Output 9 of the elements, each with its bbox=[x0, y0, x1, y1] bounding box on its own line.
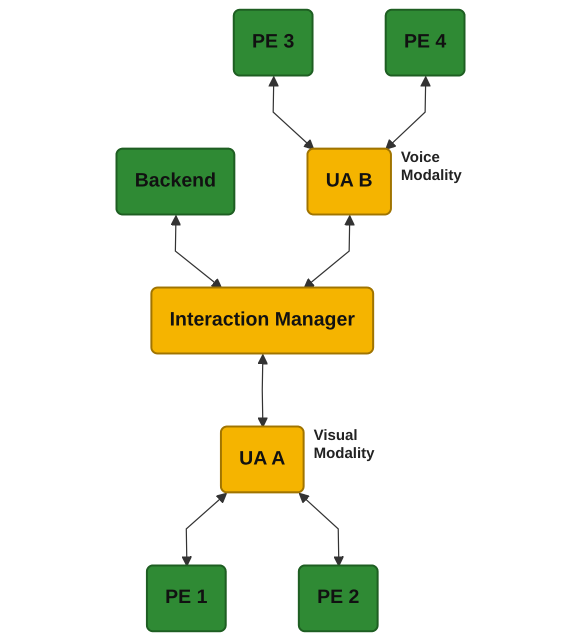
arrow bbox=[298, 492, 344, 567]
modality-label: Voice Modality bbox=[400, 148, 463, 185]
arrow bbox=[268, 76, 314, 150]
arrow bbox=[304, 215, 355, 289]
modality-label: Visual Modality bbox=[314, 426, 376, 463]
arrow bbox=[385, 76, 431, 150]
arrow bbox=[181, 492, 228, 567]
arrow bbox=[257, 354, 268, 428]
arrow bbox=[170, 215, 222, 289]
